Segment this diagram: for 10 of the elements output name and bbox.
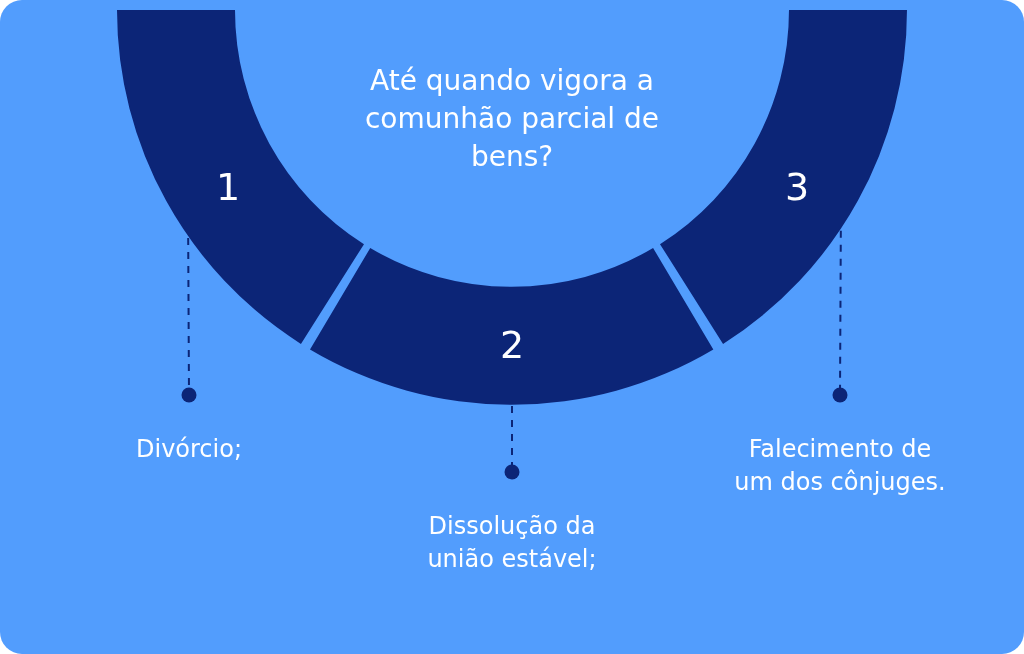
step-label: Falecimento de um dos cônjuges. — [733, 434, 947, 498]
leader-line — [832, 229, 848, 403]
step-number: 3 — [784, 165, 810, 209]
title: Até quando vigora a comunhão parcial de bens? — [363, 63, 661, 175]
leader-line — [181, 236, 197, 403]
step-label: Divórcio; — [136, 434, 242, 465]
step-number: 1 — [215, 165, 241, 209]
leader-line — [504, 405, 520, 480]
step-label: Dissolução da união estável; — [426, 511, 598, 575]
step-number: 2 — [499, 323, 525, 367]
